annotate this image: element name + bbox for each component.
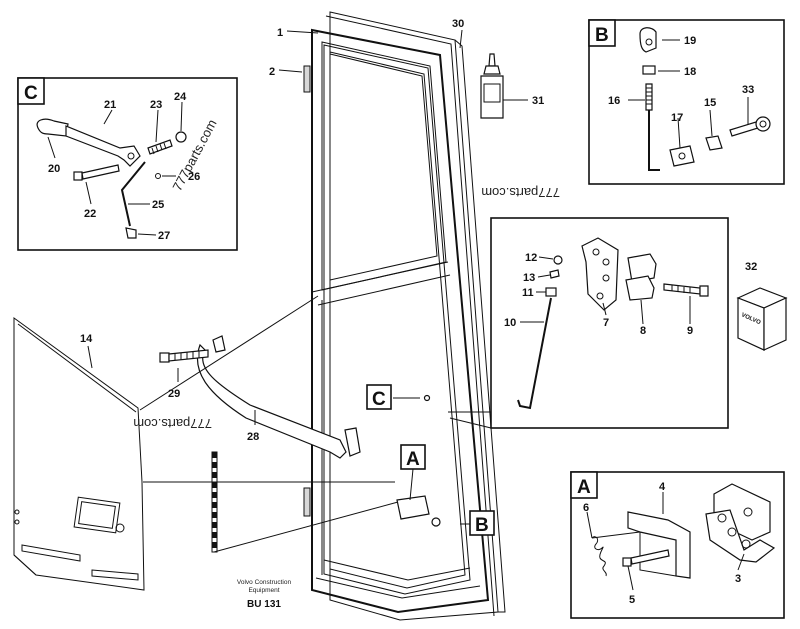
callout-23: 23 xyxy=(150,99,162,111)
detail-b-frame xyxy=(588,19,785,185)
ref-tag-b-letter: B xyxy=(475,515,489,536)
callout-1: 1 xyxy=(277,27,283,39)
caption-line-2: Equipment xyxy=(248,587,279,594)
callout-10: 10 xyxy=(504,317,516,329)
door-lock-hole xyxy=(431,517,441,527)
callout-22: 22 xyxy=(84,208,96,220)
callout-15: 15 xyxy=(704,97,716,109)
callout-29: 29 xyxy=(168,388,180,400)
door-latch-pin xyxy=(423,394,431,402)
callout-24: 24 xyxy=(174,91,187,103)
callout-19: 19 xyxy=(684,35,696,47)
detail-box-b-letter: B xyxy=(595,25,609,46)
callout-6: 6 xyxy=(583,502,589,514)
callout-8: 8 xyxy=(640,325,646,337)
callout-28: 28 xyxy=(247,431,259,443)
callout-17: 17 xyxy=(671,112,683,124)
ref-tag-b xyxy=(469,510,495,536)
seal-strip-dashed xyxy=(211,451,218,553)
callout-5: 5 xyxy=(629,594,635,606)
callout-30: 30 xyxy=(452,18,464,30)
caption-code: BU 131 xyxy=(247,599,281,610)
callout-32: 32 xyxy=(745,261,757,273)
detail-c-frame xyxy=(17,77,238,251)
handrail xyxy=(196,335,361,459)
callout-11: 11 xyxy=(522,287,534,299)
detail-box-a-letter: A xyxy=(577,477,591,498)
callout-14: 14 xyxy=(80,333,93,345)
callout-13: 13 xyxy=(523,272,535,284)
door-frame xyxy=(303,11,499,621)
callout-33: 33 xyxy=(742,84,754,96)
callout-3: 3 xyxy=(735,573,741,585)
ref-tag-c xyxy=(366,384,392,410)
ref-tag-a xyxy=(400,444,426,501)
callout-4: 4 xyxy=(659,481,666,493)
ref-tag-c-letter: C xyxy=(372,389,386,410)
callout-21: 21 xyxy=(104,99,116,111)
door-lock-plate xyxy=(396,495,430,520)
callout-18: 18 xyxy=(684,66,696,78)
watermark-3: 777parts.com xyxy=(133,416,212,431)
detail-box-c-letter: C xyxy=(24,83,38,104)
callout-20: 20 xyxy=(48,163,60,175)
callout-25: 25 xyxy=(152,199,164,211)
package-32 xyxy=(736,287,788,351)
leader-lines xyxy=(87,29,528,553)
callout-9: 9 xyxy=(687,325,693,337)
cover-panel xyxy=(13,317,145,591)
callout-2: 2 xyxy=(269,66,275,78)
bottle-31 xyxy=(480,53,504,119)
callout-26: 26 xyxy=(188,171,200,183)
ref-tag-a-letter: A xyxy=(406,449,420,470)
callout-12: 12 xyxy=(525,252,537,264)
caption-line-1: Volvo Construction xyxy=(237,579,292,586)
detail-a-frame xyxy=(570,471,785,619)
callout-7: 7 xyxy=(603,317,609,329)
callout-27: 27 xyxy=(158,230,170,242)
watermark-2: 777parts.com xyxy=(481,185,560,200)
screw-29 xyxy=(159,349,209,363)
door-seal-strip xyxy=(454,39,506,613)
callout-16: 16 xyxy=(608,95,620,107)
detail-latch-frame xyxy=(448,217,729,429)
callout-31: 31 xyxy=(532,95,544,107)
